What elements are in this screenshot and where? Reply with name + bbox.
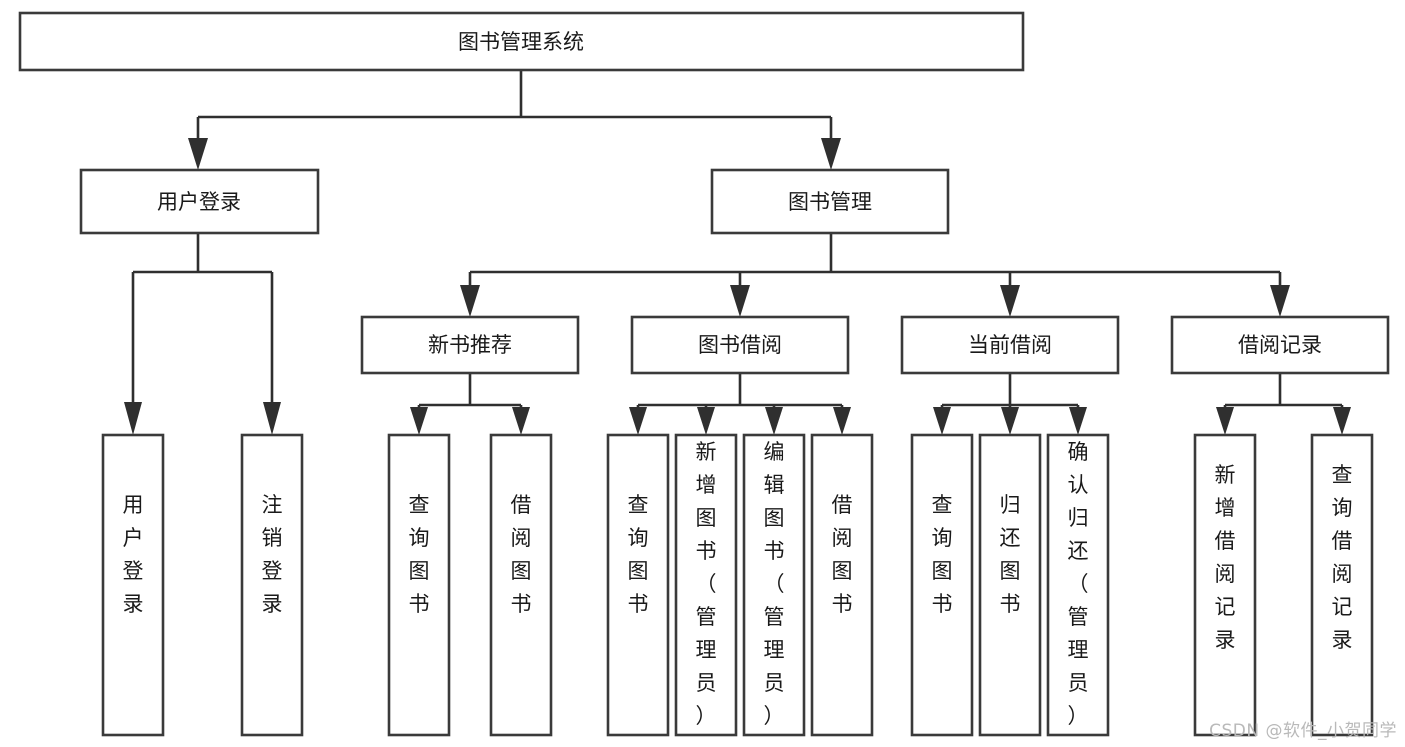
node-leaf-logout-login-box[interactable] bbox=[240, 433, 304, 737]
arrowhead-to-book-borrow bbox=[730, 285, 750, 317]
node-leaf-edit-book[interactable]: 编辑图书（管理员） bbox=[742, 433, 806, 737]
arrowhead-to-leaf-user-login bbox=[124, 402, 142, 435]
node-leaf-query-book-3-box[interactable] bbox=[910, 433, 974, 737]
arrowhead-to-user-login bbox=[188, 138, 208, 170]
node-leaf-add-record[interactable]: 新增借阅记录 bbox=[1193, 433, 1257, 737]
arrowhead-to-borrow-record bbox=[1270, 285, 1290, 317]
node-current-borrow[interactable]: 当前借阅 bbox=[900, 315, 1120, 375]
node-leaf-borrow-book-2[interactable]: 借阅图书 bbox=[810, 433, 874, 737]
node-current-borrow-label: 当前借阅 bbox=[968, 333, 1052, 357]
node-book-manage-box[interactable] bbox=[710, 168, 950, 235]
node-leaf-add-book[interactable]: 新增图书（管理员） bbox=[674, 433, 738, 737]
node-leaf-add-book-label: 新增图书（管理员） bbox=[696, 440, 717, 728]
arrowhead-to-leaf-add-record bbox=[1216, 407, 1234, 435]
node-leaf-logout-login-label: 注销登录 bbox=[262, 493, 283, 616]
node-leaf-add-record-label: 新增借阅记录 bbox=[1215, 463, 1236, 652]
node-root-label: 图书管理系统 bbox=[458, 30, 584, 54]
arrowhead-to-leaf-query-book-2 bbox=[629, 407, 647, 435]
arrowhead-to-leaf-query-book-3 bbox=[933, 407, 951, 435]
node-leaf-query-record[interactable]: 查询借阅记录 bbox=[1310, 433, 1374, 737]
node-borrow-record-label: 借阅记录 bbox=[1238, 333, 1322, 357]
node-leaf-confirm-return-label: 确认归还（管理员） bbox=[1068, 440, 1089, 728]
node-leaf-query-record-box[interactable] bbox=[1310, 433, 1374, 737]
node-leaf-borrow-book-1-box[interactable] bbox=[489, 433, 553, 737]
connector-book-manage-bus bbox=[468, 233, 1282, 285]
node-book-borrow[interactable]: 图书借阅 bbox=[630, 315, 850, 375]
node-leaf-user-login[interactable]: 用户登录 bbox=[101, 433, 165, 737]
arrowhead-to-new-book-rec bbox=[460, 285, 480, 317]
node-leaf-confirm-return-box[interactable] bbox=[1046, 433, 1110, 737]
node-leaf-return-book-label: 归还图书 bbox=[1000, 493, 1021, 616]
node-leaf-borrow-book-2-box[interactable] bbox=[810, 433, 874, 737]
arrowhead-to-book-manage bbox=[821, 138, 841, 170]
node-leaf-query-book-1-label: 查询图书 bbox=[409, 493, 430, 616]
node-user-login-label: 用户登录 bbox=[157, 190, 241, 214]
arrowhead-to-leaf-edit-book bbox=[765, 407, 783, 435]
connector-current-borrow-bus bbox=[940, 373, 1080, 412]
node-leaf-user-login-box[interactable] bbox=[101, 433, 165, 737]
node-leaf-query-book-1-box[interactable] bbox=[387, 433, 451, 737]
node-root-box[interactable] bbox=[18, 11, 1025, 72]
arrowhead-to-leaf-logout-login bbox=[263, 402, 281, 435]
node-book-manage[interactable]: 图书管理 bbox=[710, 168, 950, 235]
arrowhead-to-current-borrow bbox=[1000, 285, 1020, 317]
connector-root-bus bbox=[196, 70, 833, 138]
arrowhead-to-leaf-confirm-return bbox=[1069, 407, 1087, 435]
node-leaf-query-book-2-label: 查询图书 bbox=[628, 493, 649, 616]
node-book-borrow-box[interactable] bbox=[630, 315, 850, 375]
node-leaf-add-record-box[interactable] bbox=[1193, 433, 1257, 737]
node-leaf-edit-book-box[interactable] bbox=[742, 433, 806, 737]
node-borrow-record[interactable]: 借阅记录 bbox=[1170, 315, 1390, 375]
node-leaf-return-book-box[interactable] bbox=[978, 433, 1042, 737]
node-leaf-borrow-book-1-label: 借阅图书 bbox=[511, 493, 532, 616]
node-book-manage-label: 图书管理 bbox=[788, 190, 872, 214]
node-new-book-rec-label: 新书推荐 bbox=[428, 333, 512, 357]
node-leaf-query-book-3-label: 查询图书 bbox=[932, 493, 953, 616]
node-new-book-rec-box[interactable] bbox=[360, 315, 580, 375]
node-leaf-edit-book-label: 编辑图书（管理员） bbox=[764, 440, 785, 728]
node-root[interactable]: 图书管理系统 bbox=[18, 11, 1025, 72]
node-leaf-query-book-2-box[interactable] bbox=[606, 433, 670, 737]
node-leaf-logout-login[interactable]: 注销登录 bbox=[240, 433, 304, 737]
arrowhead-to-leaf-return-book bbox=[1001, 407, 1019, 435]
arrowhead-to-leaf-add-book bbox=[697, 407, 715, 435]
node-leaf-query-book-2[interactable]: 查询图书 bbox=[606, 433, 670, 737]
arrowhead-to-leaf-query-record bbox=[1333, 407, 1351, 435]
node-leaf-query-book-3[interactable]: 查询图书 bbox=[910, 433, 974, 737]
arrowhead-to-leaf-borrow-book-1 bbox=[512, 407, 530, 435]
node-leaf-confirm-return[interactable]: 确认归还（管理员） bbox=[1046, 433, 1110, 737]
node-leaf-borrow-book-1[interactable]: 借阅图书 bbox=[489, 433, 553, 737]
arrowhead-to-leaf-borrow-book-2 bbox=[833, 407, 851, 435]
connectors-layer bbox=[124, 70, 1351, 435]
node-leaf-query-record-label: 查询借阅记录 bbox=[1332, 463, 1353, 652]
node-borrow-record-box[interactable] bbox=[1170, 315, 1390, 375]
arrowhead-to-leaf-query-book-1 bbox=[410, 407, 428, 435]
node-leaf-query-book-1[interactable]: 查询图书 bbox=[387, 433, 451, 737]
node-leaf-add-book-box[interactable] bbox=[674, 433, 738, 737]
connector-user-login-bus bbox=[131, 233, 274, 402]
node-current-borrow-box[interactable] bbox=[900, 315, 1120, 375]
node-book-borrow-label: 图书借阅 bbox=[698, 333, 782, 357]
node-user-login[interactable]: 用户登录 bbox=[79, 168, 320, 235]
node-user-login-box[interactable] bbox=[79, 168, 320, 235]
node-leaf-borrow-book-2-label: 借阅图书 bbox=[832, 493, 853, 616]
node-new-book-rec[interactable]: 新书推荐 bbox=[360, 315, 580, 375]
node-leaf-user-login-label: 用户登录 bbox=[123, 493, 144, 616]
connector-new-book-rec-bus bbox=[417, 373, 523, 412]
node-leaf-return-book[interactable]: 归还图书 bbox=[978, 433, 1042, 737]
connector-book-borrow-bus bbox=[636, 373, 844, 412]
connector-borrow-record-bus bbox=[1223, 373, 1344, 412]
